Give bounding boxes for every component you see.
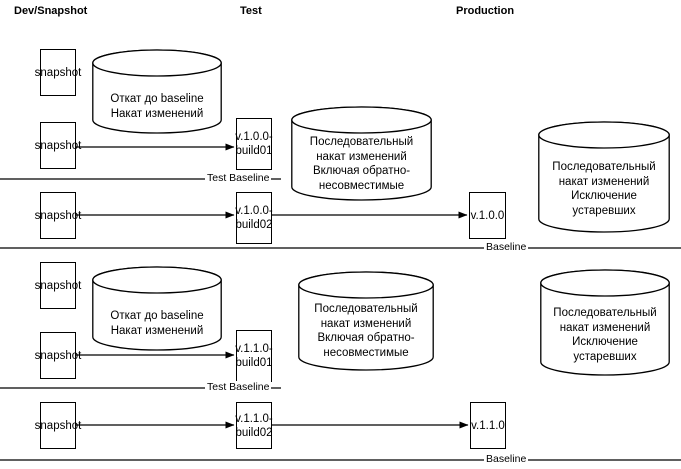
version-node[interactable]: v.1.0.0 — [469, 192, 506, 239]
baseline-top-label: Baseline — [484, 241, 529, 253]
production-sequential-cylinder-top-text: Последовательный накат изменений Исключе… — [552, 161, 656, 217]
version-node[interactable]: v.1.1.0-build01 — [235, 330, 273, 382]
version-node[interactable]: v.1.0.0-build01 — [235, 118, 273, 170]
production-sequential-cylinder-bottom: Последовательный накат изменений Исключе… — [540, 269, 670, 376]
snapshot-node-label: snapshot — [34, 349, 82, 362]
version-node[interactable]: v.1.0.0-build02 — [235, 192, 273, 244]
snapshot-node-label: snapshot — [34, 66, 82, 79]
version-node-label: v.1.1.0 — [471, 419, 505, 432]
test-sequential-cylinder-top-text: Последовательный накат изменений Включая… — [309, 136, 414, 192]
column-header-test: Test — [240, 5, 262, 17]
test-sequential-cylinder-bottom: Последовательный накат изменений Включая… — [298, 271, 434, 371]
snapshot-node-label: snapshot — [34, 139, 82, 152]
snapshot-node-label: snapshot — [34, 419, 82, 432]
snapshot-node[interactable]: snapshot — [35, 49, 81, 96]
snapshot-node[interactable]: snapshot — [35, 122, 81, 169]
dev-rollback-cylinder-bottom-text: Откат до baseline Накат изменений — [110, 310, 204, 337]
test-baseline-top-label: Test Baseline — [205, 172, 272, 184]
snapshot-node[interactable]: snapshot — [35, 262, 81, 309]
dev-rollback-cylinder-bottom: Откат до baseline Накат изменений — [92, 266, 222, 351]
production-sequential-cylinder-bottom-text: Последовательный накат изменений Исключе… — [553, 307, 657, 363]
test-sequential-cylinder-bottom-text: Последовательный накат изменений Включая… — [314, 303, 418, 359]
snapshot-node[interactable]: snapshot — [35, 402, 81, 449]
version-node[interactable]: v.1.1.0 — [470, 402, 506, 449]
version-node-label: v.1.0.0-build01 — [235, 131, 273, 157]
column-header-dev-snapshot: Dev/Snapshot — [14, 5, 88, 17]
dev-rollback-cylinder-top: Откат до baseline Накат изменений — [92, 49, 222, 134]
snapshot-node[interactable]: snapshot — [35, 192, 81, 239]
version-node-label: v.1.1.0-build01 — [235, 343, 273, 369]
arrow-lines — [76, 143, 469, 429]
column-header-production: Production — [456, 5, 515, 17]
snapshot-node-label: snapshot — [34, 209, 82, 222]
dev-rollback-cylinder-top-text: Откат до baseline Накат изменений — [110, 93, 204, 120]
version-node[interactable]: v.1.1.0-build02 — [235, 402, 273, 449]
test-sequential-cylinder-top: Последовательный накат изменений Включая… — [291, 106, 432, 201]
version-node-label: v.1.1.0-build02 — [235, 412, 273, 439]
version-node-label: v.1.0.0 — [470, 209, 505, 222]
snapshot-node[interactable]: snapshot — [35, 332, 81, 379]
snapshot-node-label: snapshot — [34, 279, 82, 292]
production-sequential-cylinder-top: Последовательный накат изменений Исключе… — [538, 121, 670, 233]
baseline-bottom-label: Baseline — [484, 453, 529, 465]
version-node-label: v.1.0.0-build02 — [235, 205, 273, 231]
test-baseline-bottom-label: Test Baseline — [205, 381, 272, 393]
